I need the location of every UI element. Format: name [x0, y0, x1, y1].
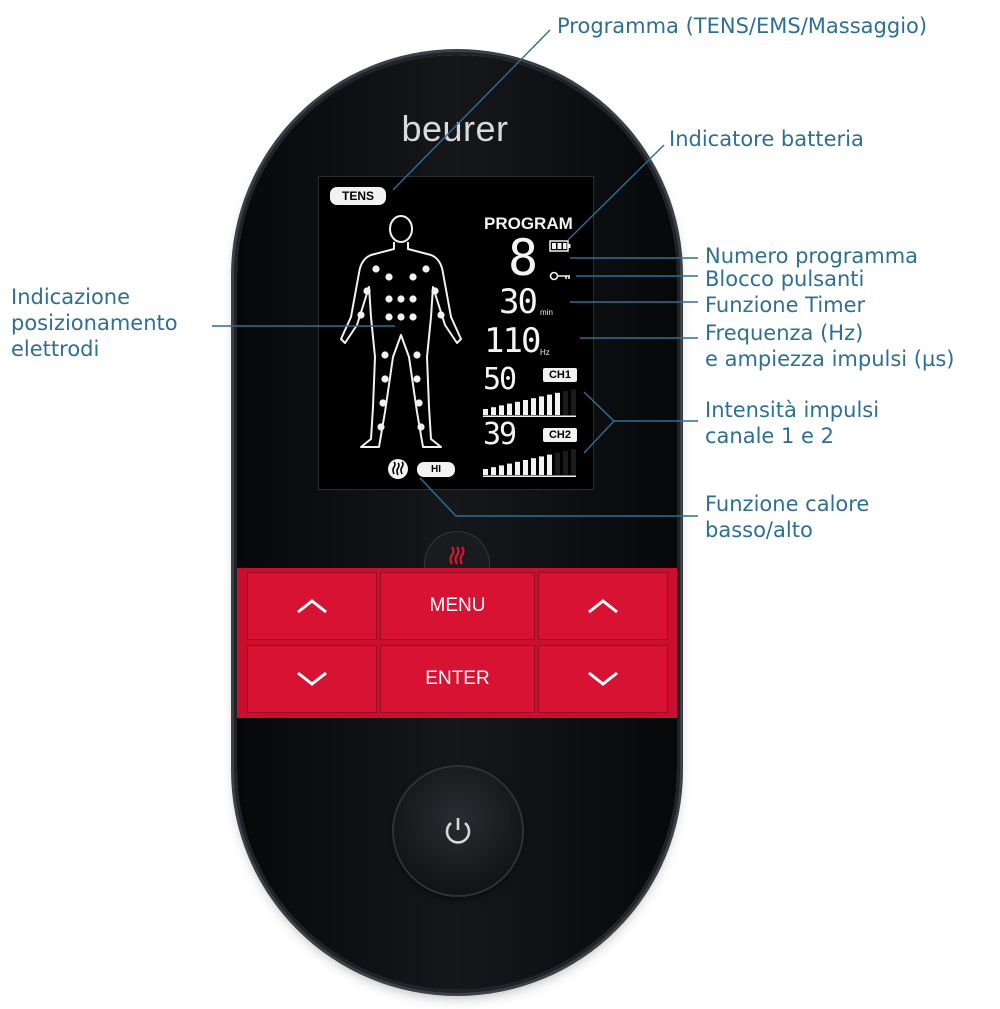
intensity-bar-segment — [531, 398, 536, 415]
intensity-bar-segment — [523, 460, 528, 475]
heat-indicator-icon — [388, 459, 408, 479]
timer-value: 30 — [499, 282, 538, 322]
mode-tag: TENS — [330, 187, 386, 205]
callout-program-type: Programma (TENS/EMS/Massaggio) — [557, 14, 928, 38]
chevron-down-icon — [588, 671, 618, 686]
menu-button[interactable]: MENU — [380, 572, 535, 640]
program-number: 8 — [508, 229, 538, 287]
ch1-intensity-bars — [483, 389, 576, 417]
intensity-bar-segment — [547, 454, 552, 475]
intensity-bar-segment — [523, 400, 528, 415]
intensity-bar-segment — [571, 389, 576, 415]
intensity-baseline — [483, 415, 576, 417]
intensity-bar-segment — [491, 467, 496, 475]
enter-button[interactable]: ENTER — [380, 645, 535, 713]
brand-logo: beurer — [401, 108, 509, 149]
intensity-bar-segment — [555, 392, 560, 415]
intensity-bar-segment — [563, 451, 568, 475]
intensity-bar-segment — [571, 449, 576, 475]
callout-battery: Indicatore batteria — [669, 127, 864, 151]
intensity-bar-segment — [507, 463, 512, 475]
chevron-down-icon — [297, 671, 327, 686]
intensity-bar-segment — [515, 461, 520, 475]
intensity-bar-segment — [555, 452, 560, 475]
ch1-intensity-value: 50 — [483, 362, 517, 397]
intensity-bar-segment — [483, 409, 488, 415]
ch2-tag: CH2 — [543, 428, 577, 442]
heat-level-tag: HI — [417, 462, 455, 477]
program-label: PROGRAM — [484, 214, 573, 233]
callout-program-number: Numero programma — [705, 244, 919, 268]
ch2-intensity-value: 39 — [483, 417, 517, 452]
intensity-bar-segment — [531, 458, 536, 475]
intensity-bar-segment — [539, 456, 544, 475]
key-lock-icon — [549, 271, 570, 281]
intensity-baseline — [483, 475, 576, 477]
power-icon — [445, 818, 471, 844]
body-figure-icon — [340, 215, 462, 448]
battery-icon — [549, 240, 571, 252]
intensity-bar-segment — [499, 465, 504, 475]
callout-frequency: Frequenza (Hz) e ampiezza impulsi (µs) — [705, 321, 955, 371]
frequency-value: 110 — [484, 321, 541, 361]
callout-key-lock: Blocco pulsanti — [705, 267, 865, 291]
intensity-bar-segment — [563, 391, 568, 415]
callout-intensity: Intensità impulsi canale 1 e 2 — [705, 398, 880, 448]
intensity-bar-segment — [499, 405, 504, 415]
lcd-screen: TENS HI PROGRAM 8 — [318, 176, 594, 490]
heat-icon — [449, 546, 465, 565]
intensity-bar-segment — [515, 401, 520, 415]
intensity-bar-segment — [483, 469, 488, 475]
chevron-up-icon — [297, 599, 327, 614]
power-button[interactable] — [394, 767, 522, 895]
ch2-down-button[interactable] — [538, 645, 668, 713]
callout-electrodes: Indicazione posizionamento elettrodi — [11, 285, 178, 361]
chevron-up-icon — [588, 599, 618, 614]
callout-heat: Funzione calore basso/alto — [705, 492, 870, 542]
ch2-up-button[interactable] — [538, 572, 668, 640]
ch1-tag: CH1 — [543, 368, 577, 382]
frequency-unit: Hz — [540, 348, 550, 357]
ch1-down-button[interactable] — [247, 645, 377, 713]
intensity-bar-segment — [547, 394, 552, 415]
intensity-bar-segment — [539, 396, 544, 415]
timer-unit: min — [540, 308, 553, 317]
ch2-intensity-bars — [483, 449, 576, 477]
callout-timer: Funzione Timer — [705, 293, 866, 317]
intensity-bar-segment — [507, 403, 512, 415]
intensity-bar-segment — [491, 407, 496, 415]
ch1-up-button[interactable] — [247, 572, 377, 640]
